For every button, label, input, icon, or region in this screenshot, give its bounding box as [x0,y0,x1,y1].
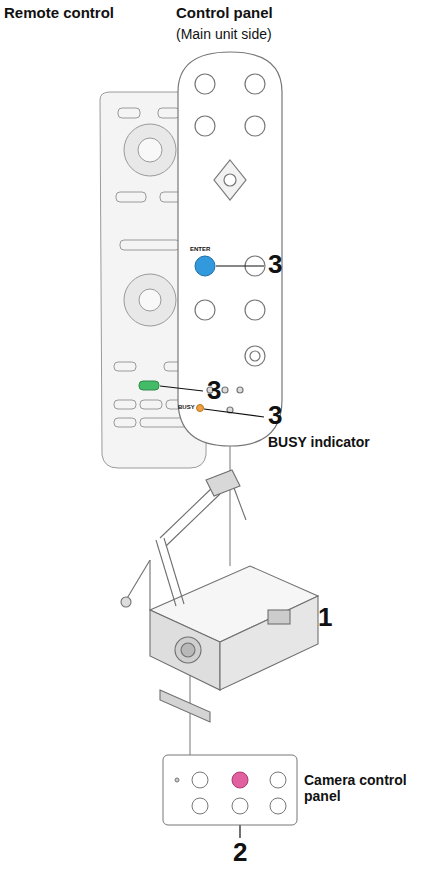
projector [150,610,220,690]
control-panel [224,174,236,186]
remote-control [120,240,180,250]
remote-control [158,108,180,118]
leader-line [160,266,314,838]
remote-control [114,418,136,427]
control-panel [195,116,215,136]
indicator-label: BUSY [178,404,195,411]
projector [268,610,290,624]
remote-control [140,400,162,409]
control-panel [178,52,282,446]
camera-control-panel [270,798,286,814]
callout-number: 2 [233,838,247,868]
leader-line [204,409,264,417]
control-panel [245,300,265,320]
projector [149,560,150,610]
projector [181,643,195,657]
remote-control [124,124,176,176]
camera-control-panel [192,772,208,788]
projector [121,597,131,607]
projector [160,690,210,722]
figure-heading: Control panel [176,4,273,21]
enter-button [195,256,215,276]
control-panel [178,52,282,446]
camera-control-panel [163,755,297,825]
projector [121,470,318,722]
freeze-button [139,381,159,390]
remote-control [138,138,162,162]
button-label: ENTER [190,246,210,253]
callout-number: 3 [207,376,221,406]
leader-line [160,386,203,391]
control-panel [195,74,215,94]
remote-control [114,362,136,371]
control-panel [245,74,265,94]
projector [160,486,214,538]
stop-pause-button [232,772,248,788]
control-panel [245,346,265,366]
callout-number: 3 [268,401,282,431]
callout-number: 1 [318,603,332,633]
control-panel [245,116,265,136]
sub-heading: (Main unit side) [176,26,272,42]
control-panel [250,351,260,361]
remote-control [118,108,140,118]
projector [166,494,220,546]
remote-control [116,192,146,202]
projector [220,596,318,690]
camera-control-panel [192,798,208,814]
projector [234,488,246,520]
camera-control-panel [270,772,286,788]
part-name: Camera control panel [304,772,422,804]
projector [156,540,176,606]
control-panel [237,387,243,393]
projector [175,637,201,663]
remote-control [139,289,161,311]
busy-led [197,405,204,412]
remote-control [114,400,136,409]
figure-heading: Remote control [4,4,114,21]
part-name: BUSY indicator [268,434,370,450]
remote-control [124,274,176,326]
projector [206,470,240,496]
projector [126,560,150,600]
projector [164,538,184,604]
camera-control-panel [232,798,248,814]
control-panel [195,300,215,320]
link-line [230,446,231,566]
camera-control-panel [175,778,179,782]
camera-control-panel [163,755,297,825]
control-panel [222,387,228,393]
callout-number: 3 [268,250,282,280]
control-panel [214,160,246,200]
leader-line [216,265,264,266]
